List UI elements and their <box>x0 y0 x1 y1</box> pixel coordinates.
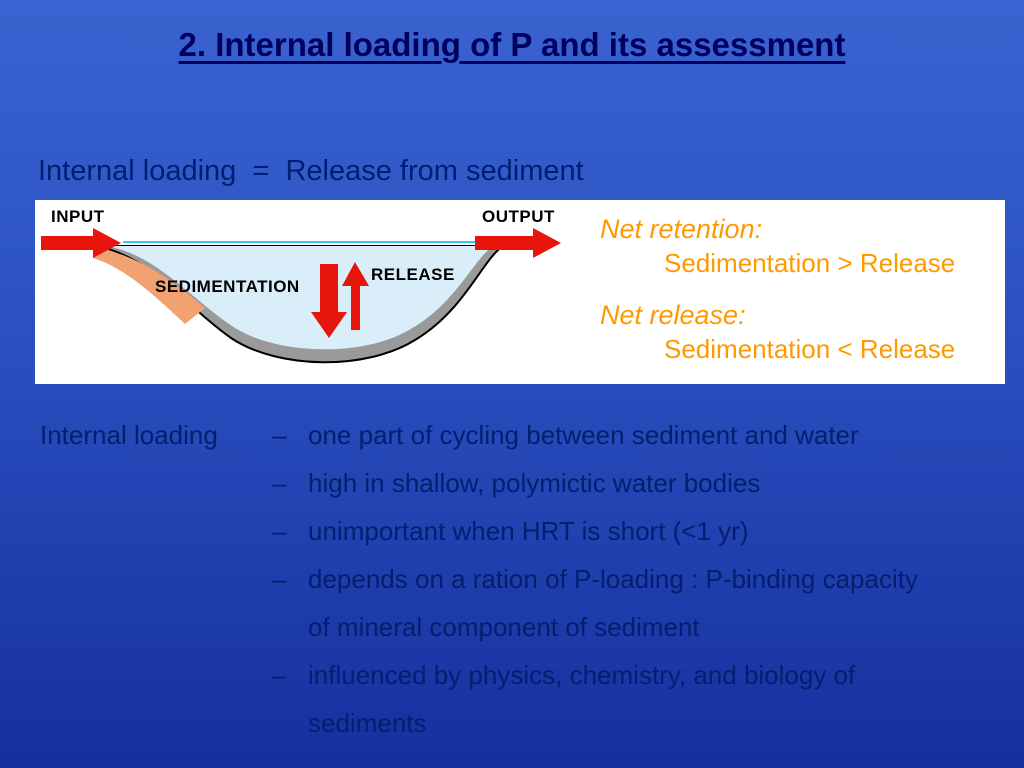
diagram-panel: INPUT OUTPUT SEDIMENTATION RELEASE Net r… <box>35 200 1005 384</box>
bullet-text: influenced by physics, chemistry, and bi… <box>308 660 856 690</box>
bullet-list: Internal loading – one part of cycling b… <box>40 420 918 756</box>
release-arrow <box>342 262 369 330</box>
bullet-dash: – <box>272 564 287 594</box>
net-retention-detail: Sedimentation > Release <box>664 248 956 278</box>
input-label: INPUT <box>51 207 105 226</box>
bullet-text: one part of cycling between sediment and… <box>308 420 859 450</box>
net-retention-title: Net retention: <box>600 214 763 244</box>
bullet-dash: – <box>272 660 287 690</box>
lake-cross-section-diagram: INPUT OUTPUT SEDIMENTATION RELEASE <box>41 207 561 364</box>
bullet-row: – influenced by physics, chemistry, and … <box>40 660 918 708</box>
bullet-text: sediments <box>308 708 427 738</box>
bullet-dash: – <box>272 516 287 546</box>
net-release-detail: Sedimentation < Release <box>664 334 956 364</box>
bullet-text: unimportant when HRT is short (<1 yr) <box>308 516 749 546</box>
bullet-row: sediments <box>40 708 918 756</box>
net-release-title: Net release: <box>600 300 746 330</box>
net-balance-annotations: Net retention: Sedimentation > Release N… <box>600 208 1000 365</box>
bullet-dash: – <box>272 420 287 450</box>
bullet-dash: – <box>272 468 287 498</box>
bullet-text: high in shallow, polymictic water bodies <box>308 468 761 498</box>
bullet-row: – high in shallow, polymictic water bodi… <box>40 468 918 516</box>
output-label: OUTPUT <box>482 207 555 226</box>
release-label: RELEASE <box>371 265 455 284</box>
bullet-row: – unimportant when HRT is short (<1 yr) <box>40 516 918 564</box>
sedimentation-arrow <box>311 264 347 338</box>
sedimentation-label: SEDIMENTATION <box>155 277 300 296</box>
bullet-text: of mineral component of sediment <box>308 612 700 642</box>
slide-title: 2. Internal loading of P and its assessm… <box>178 26 846 63</box>
bullet-lead: Internal loading <box>40 420 218 450</box>
subtitle-equation: Internal loading = Release from sediment <box>38 155 584 187</box>
bullet-row: of mineral component of sediment <box>40 612 918 660</box>
output-arrow <box>475 228 561 258</box>
bullet-row: – depends on a ration of P-loading : P-b… <box>40 564 918 612</box>
inflow-delta-shape <box>93 247 205 324</box>
input-arrow <box>41 228 121 258</box>
bullet-text: depends on a ration of P-loading : P-bin… <box>308 564 918 594</box>
bullet-row: Internal loading – one part of cycling b… <box>40 420 918 468</box>
basin-water-shape <box>107 246 493 350</box>
